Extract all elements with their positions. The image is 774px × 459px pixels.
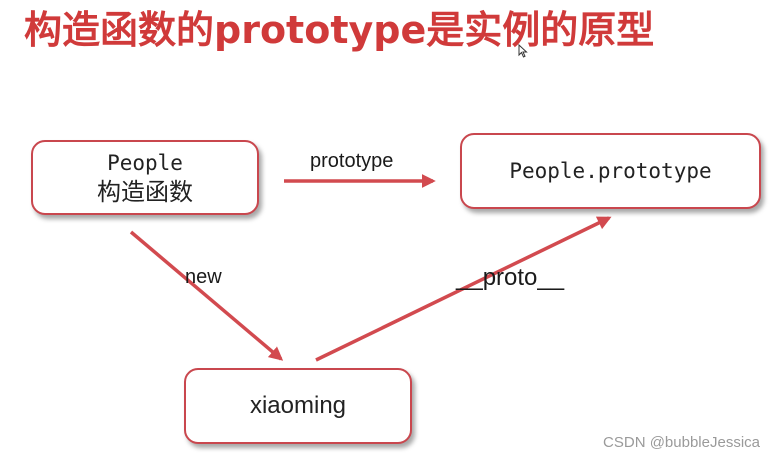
arrow-instance-to-prototype <box>315 216 612 362</box>
arrow-people-to-instance <box>129 230 284 361</box>
mouse-cursor-icon <box>518 44 528 58</box>
node-xiaoming-instance: xiaoming <box>184 368 412 444</box>
node-people-prototype: People.prototype <box>460 133 761 209</box>
node-people-subtitle: 构造函数 <box>97 177 193 206</box>
node-people-constructor: People 构造函数 <box>31 140 259 215</box>
edge-label-proto: __proto__ <box>456 264 565 291</box>
node-instance-label: xiaoming <box>249 392 347 419</box>
edge-label-new: new <box>185 266 222 288</box>
node-prototype-label: People.prototype <box>509 159 712 183</box>
page-title: 构造函数的prototype是实例的原型 <box>24 8 655 52</box>
watermark: CSDN @bubbleJessica <box>603 434 760 451</box>
edge-label-prototype: prototype <box>310 150 394 172</box>
node-people-name: People <box>107 150 183 175</box>
